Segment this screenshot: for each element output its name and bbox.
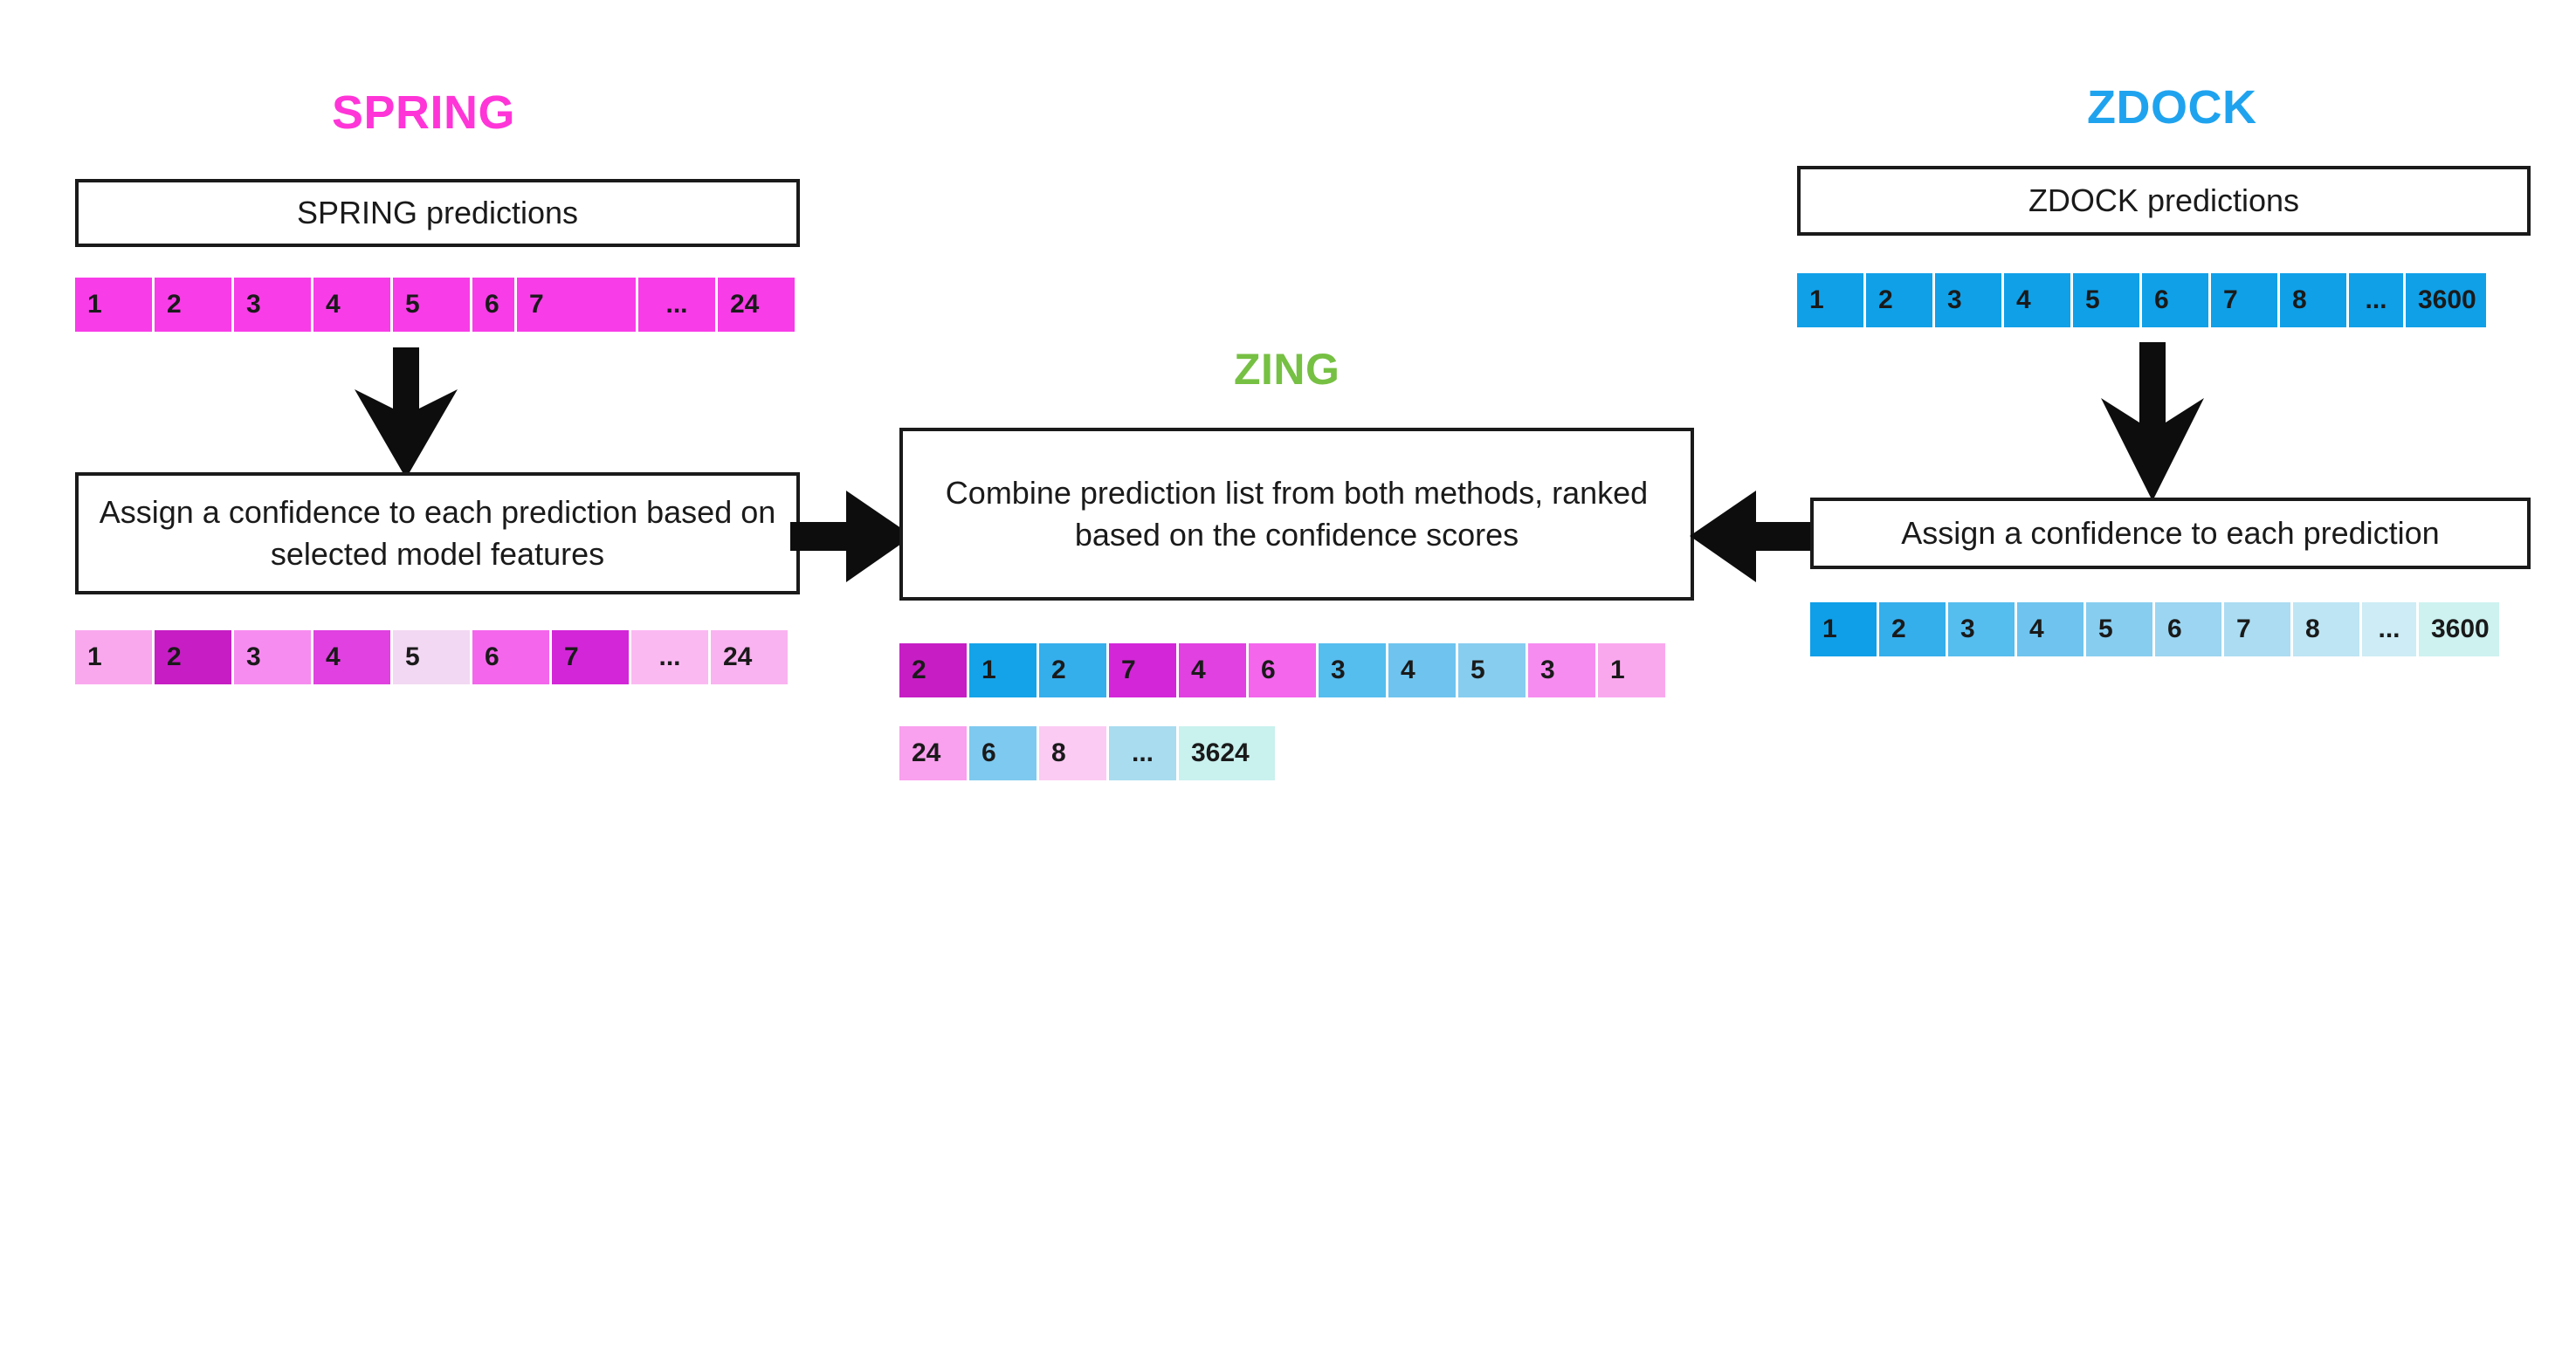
zdock-step-box: Assign a confidence to each prediction (1810, 498, 2531, 569)
spring-predictions-row-cell: 6 (472, 278, 514, 332)
spring-step-box-label: Assign a confidence to each prediction b… (99, 494, 776, 572)
zdock-predictions-row-cell: 2 (1866, 273, 1932, 327)
spring-confidence-row-cell: 2 (155, 630, 231, 684)
zdock-confidence-row-cell: 6 (2155, 602, 2221, 656)
zing-combined-row-2-cell: ... (1109, 726, 1176, 780)
spring-predictions-box-label: SPRING predictions (296, 195, 579, 231)
zdock-confidence-row-cell: 3 (1948, 602, 2015, 656)
spring-predictions-box: SPRING predictions (75, 179, 800, 247)
zing-combined-row-1-cell: 5 (1458, 643, 1526, 697)
zing-combined-row-1-cell: 2 (1039, 643, 1106, 697)
spring-confidence-row-cell: 3 (234, 630, 311, 684)
zing-combine-box: Combine prediction list from both method… (899, 428, 1694, 601)
spring-predictions-row-cell: 4 (313, 278, 390, 332)
zdock-predictions-box-label: ZDOCK predictions (2028, 182, 2300, 219)
zing-title: ZING (1234, 345, 1340, 394)
zdock-predictions-row-cell: 3 (1935, 273, 2001, 327)
zdock-predictions-row-cell: 6 (2142, 273, 2208, 327)
spring-predictions-row-cell: 5 (393, 278, 470, 332)
zing-combined-row-1-cell: 3 (1528, 643, 1595, 697)
spring-confidence-row-cell: 4 (313, 630, 390, 684)
zing-combined-row-1-cell: 1 (1598, 643, 1665, 697)
zing-combined-row-1-cell: 6 (1249, 643, 1316, 697)
arrow-right-to-zing (1690, 491, 1812, 582)
spring-predictions-row-cell: 3 (234, 278, 311, 332)
zing-combined-row-1-cell: 2 (899, 643, 967, 697)
spring-confidence-row-cell: ... (631, 630, 708, 684)
zing-combined-row-1-cell: 1 (969, 643, 1037, 697)
arrow-spring-down (341, 347, 472, 478)
arrow-zdock-down (2087, 342, 2218, 501)
spring-confidence-row-cell: 5 (393, 630, 470, 684)
spring-confidence-row-cell: 24 (711, 630, 788, 684)
spring-confidence-row-cell: 6 (472, 630, 549, 684)
zdock-confidence-row-cell: 8 (2293, 602, 2359, 656)
spring-confidence-row-cell: 1 (75, 630, 152, 684)
zdock-confidence-row-cell: 7 (2224, 602, 2290, 656)
zdock-confidence-row-cell: 3600 (2419, 602, 2499, 656)
spring-confidence-row-cell: 7 (552, 630, 629, 684)
zdock-predictions-row-cell: 1 (1797, 273, 1863, 327)
zdock-predictions-row-cell: 8 (2280, 273, 2346, 327)
arrow-left-to-zing (790, 491, 913, 582)
spring-predictions-row-cell: 7 (517, 278, 636, 332)
zdock-predictions-row-cell: ... (2349, 273, 2403, 327)
zing-combined-row-1-cell: 3 (1319, 643, 1386, 697)
zdock-step-box-label: Assign a confidence to each prediction (1901, 515, 2440, 552)
zing-combined-row-2-cell: 3624 (1179, 726, 1275, 780)
zing-combine-box-label: Combine prediction list from both method… (945, 475, 1649, 553)
zdock-title: ZDOCK (2087, 81, 2257, 134)
zing-combined-row-1-cell: 4 (1179, 643, 1246, 697)
spring-predictions-row-cell: 24 (718, 278, 795, 332)
zdock-confidence-row-cell: 4 (2017, 602, 2084, 656)
zing-combined-row-2-cell: 6 (969, 726, 1037, 780)
zdock-predictions-row-cell: 5 (2073, 273, 2139, 327)
spring-step-box: Assign a confidence to each prediction b… (75, 472, 800, 594)
zdock-confidence-row-cell: 5 (2086, 602, 2152, 656)
spring-title: SPRING (332, 86, 516, 139)
spring-predictions-row-cell: ... (638, 278, 715, 332)
zdock-confidence-row-cell: 1 (1810, 602, 1877, 656)
spring-predictions-row-cell: 1 (75, 278, 152, 332)
zdock-confidence-row-cell: 2 (1879, 602, 1946, 656)
zing-combined-row-2-cell: 8 (1039, 726, 1106, 780)
zing-combined-row-2-cell: 24 (899, 726, 967, 780)
zdock-predictions-row-cell: 4 (2004, 273, 2070, 327)
zing-combined-row-1-cell: 7 (1109, 643, 1176, 697)
zing-combined-row-1-cell: 4 (1388, 643, 1456, 697)
zdock-confidence-row-cell: ... (2362, 602, 2416, 656)
spring-predictions-row-cell: 2 (155, 278, 231, 332)
zdock-predictions-row-cell: 3600 (2406, 273, 2486, 327)
zdock-predictions-box: ZDOCK predictions (1797, 166, 2531, 236)
zdock-predictions-row-cell: 7 (2211, 273, 2277, 327)
